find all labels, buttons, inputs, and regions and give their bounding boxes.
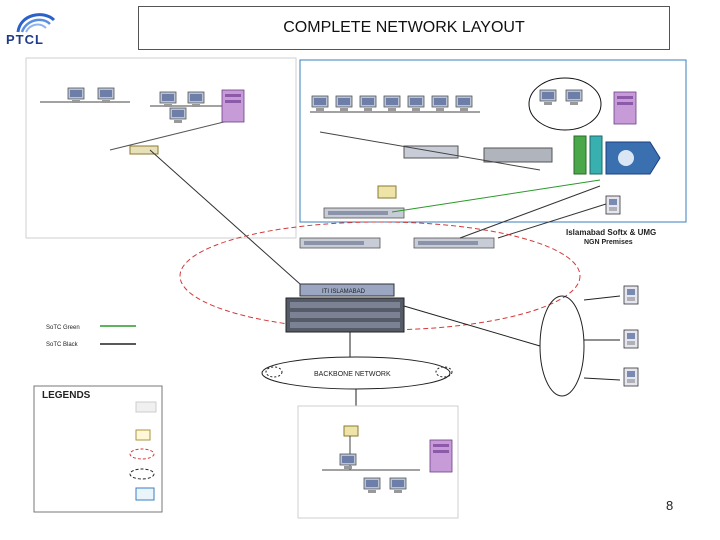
core-switch-icon bbox=[299, 283, 395, 297]
logo-text: PTCL bbox=[6, 32, 44, 47]
core-router-slot bbox=[290, 302, 400, 308]
phone-icon bbox=[605, 195, 621, 215]
legend-black-label: SoTC Black bbox=[46, 342, 79, 348]
lan-switch-icon bbox=[413, 237, 495, 249]
legend-ellipse-black bbox=[129, 468, 155, 480]
link-line bbox=[109, 117, 241, 151]
legend-swatch bbox=[135, 487, 155, 501]
link-line bbox=[319, 131, 541, 171]
gear-icon bbox=[618, 150, 634, 166]
iti-islamabad-label: ITI ISLAMABAD bbox=[322, 289, 366, 295]
ngn-panel bbox=[299, 59, 687, 223]
phone-icon bbox=[623, 329, 639, 349]
backbone-label: BACKBONE NETWORK bbox=[314, 371, 391, 378]
ptcl-logo bbox=[16, 13, 56, 33]
firewall-icon bbox=[343, 425, 359, 437]
node-ellipse bbox=[435, 366, 453, 378]
link-line bbox=[497, 203, 607, 239]
green-link-line bbox=[391, 179, 601, 213]
node-ellipse bbox=[265, 366, 283, 378]
nms-ellipse bbox=[528, 77, 602, 131]
server-icon bbox=[429, 439, 453, 473]
link-line bbox=[583, 377, 621, 381]
legend-swatch bbox=[135, 429, 151, 441]
link-line bbox=[403, 305, 541, 347]
dsm-device-icon bbox=[483, 147, 553, 163]
ethernet-switch-icon bbox=[323, 207, 405, 219]
router-icon bbox=[129, 145, 159, 155]
phone-icon bbox=[623, 367, 639, 387]
legends-title: LEGENDS bbox=[42, 390, 91, 401]
core-router-slot bbox=[290, 322, 400, 328]
server-icon bbox=[221, 89, 245, 123]
page-title: COMPLETE NETWORK LAYOUT bbox=[283, 19, 525, 36]
karachi-panel bbox=[25, 57, 297, 239]
firewall-icon bbox=[377, 185, 397, 199]
legend-green-label: SoTC Green bbox=[46, 325, 80, 331]
title-box: COMPLETE NETWORK LAYOUT bbox=[138, 6, 670, 50]
islamabad-ngn-label: Islamabad Softx & UMG bbox=[566, 228, 656, 237]
page-number: 8 bbox=[666, 498, 674, 513]
phone-cloud-ellipse bbox=[539, 295, 585, 397]
legend-ellipse-red bbox=[129, 448, 155, 460]
core-router-slot bbox=[290, 312, 400, 318]
green-rack-icon bbox=[573, 135, 587, 175]
teal-rack-icon bbox=[589, 135, 603, 175]
server-icon bbox=[613, 91, 637, 125]
legend-swatch bbox=[135, 401, 157, 413]
phone-icon bbox=[623, 285, 639, 305]
link-line bbox=[583, 295, 621, 301]
lan-switch-icon bbox=[299, 237, 381, 249]
link-line bbox=[149, 149, 301, 285]
ngn-premises-label: NGN Premises bbox=[584, 239, 633, 246]
